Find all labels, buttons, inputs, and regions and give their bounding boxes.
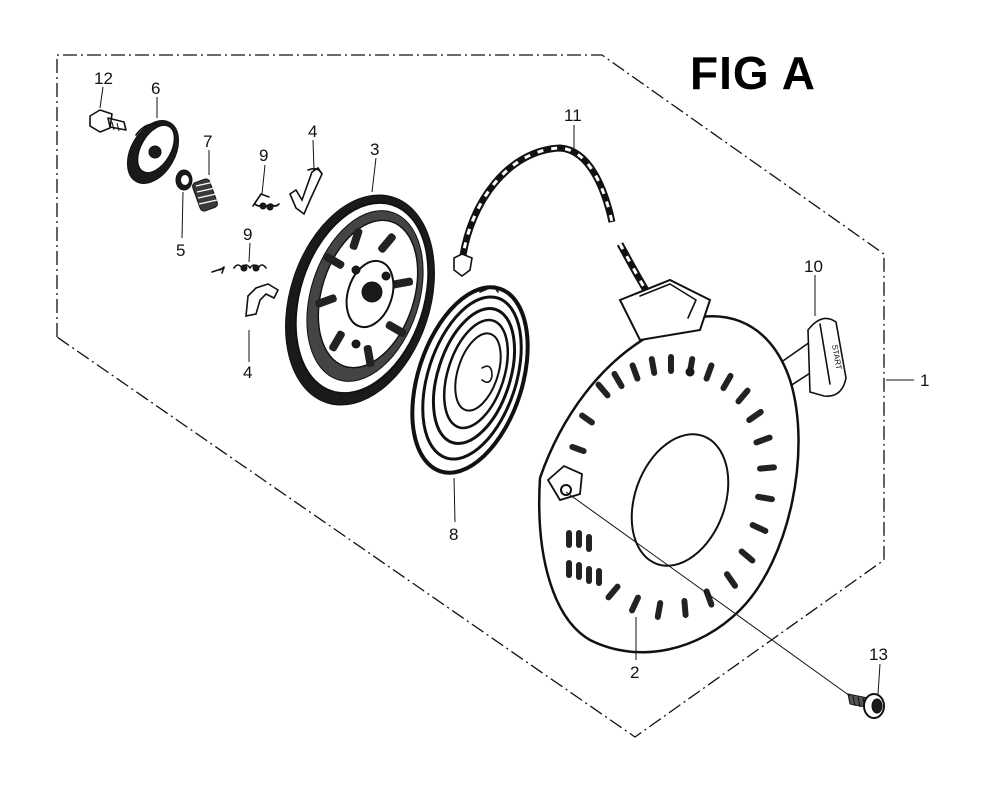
callout-4-lower: 4 [243,363,252,382]
callout-3: 3 [370,140,379,159]
part-4-ratchet-pawl-lower [245,283,280,317]
part-9-ratchet-spring-upper [252,193,280,211]
callout-1: 1 [920,371,929,390]
callout-9-upper: 9 [259,146,268,165]
callout-13: 13 [869,645,888,664]
part-5-washer [175,169,193,191]
callout-7: 7 [203,132,212,151]
part-7-spring [192,178,218,212]
part-12-bolt [89,109,127,133]
part-9-ratchet-spring-lower [211,264,267,274]
part-4-ratchet-pawl-upper [289,166,323,216]
part-2-starter-case [538,278,800,654]
callout-numbers: 12 6 7 5 9 9 4 4 3 11 10 1 8 2 13 [94,69,929,682]
figure-title: FIG A [690,47,816,99]
part-6-friction-plate [126,120,180,184]
part-8-recoil-spring [410,285,530,475]
callout-4-upper: 4 [308,122,317,141]
part-13-flange-bolt [847,693,885,719]
callout-2: 2 [630,663,639,682]
callout-10: 10 [804,257,823,276]
svg-text:START: START [830,344,843,371]
callout-11: 11 [564,106,582,125]
callout-9-lower: 9 [243,225,252,244]
assembly-boundary [56,54,885,738]
callout-6: 6 [151,79,160,98]
leader-lines [99,86,914,697]
callout-12: 12 [94,69,113,88]
callout-5: 5 [176,241,185,260]
part-3-reel [285,194,435,406]
callout-8: 8 [449,525,458,544]
